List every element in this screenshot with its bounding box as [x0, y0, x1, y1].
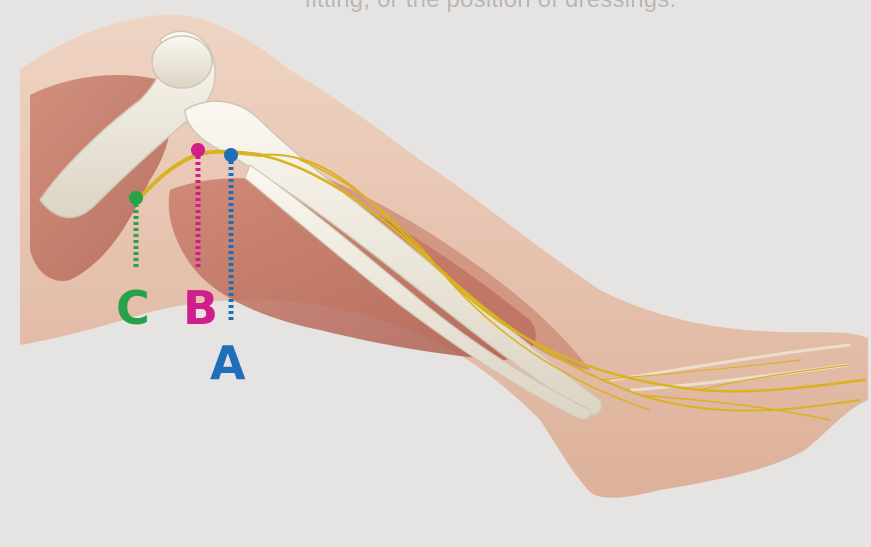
marker-c-dot [129, 191, 143, 205]
marker-a-label: A [210, 340, 246, 386]
marker-c-label: C [116, 285, 150, 331]
patella-bone [152, 36, 212, 88]
marker-b-dot [191, 143, 205, 157]
marker-b-label: B [183, 285, 218, 331]
marker-a-dot [224, 148, 238, 162]
